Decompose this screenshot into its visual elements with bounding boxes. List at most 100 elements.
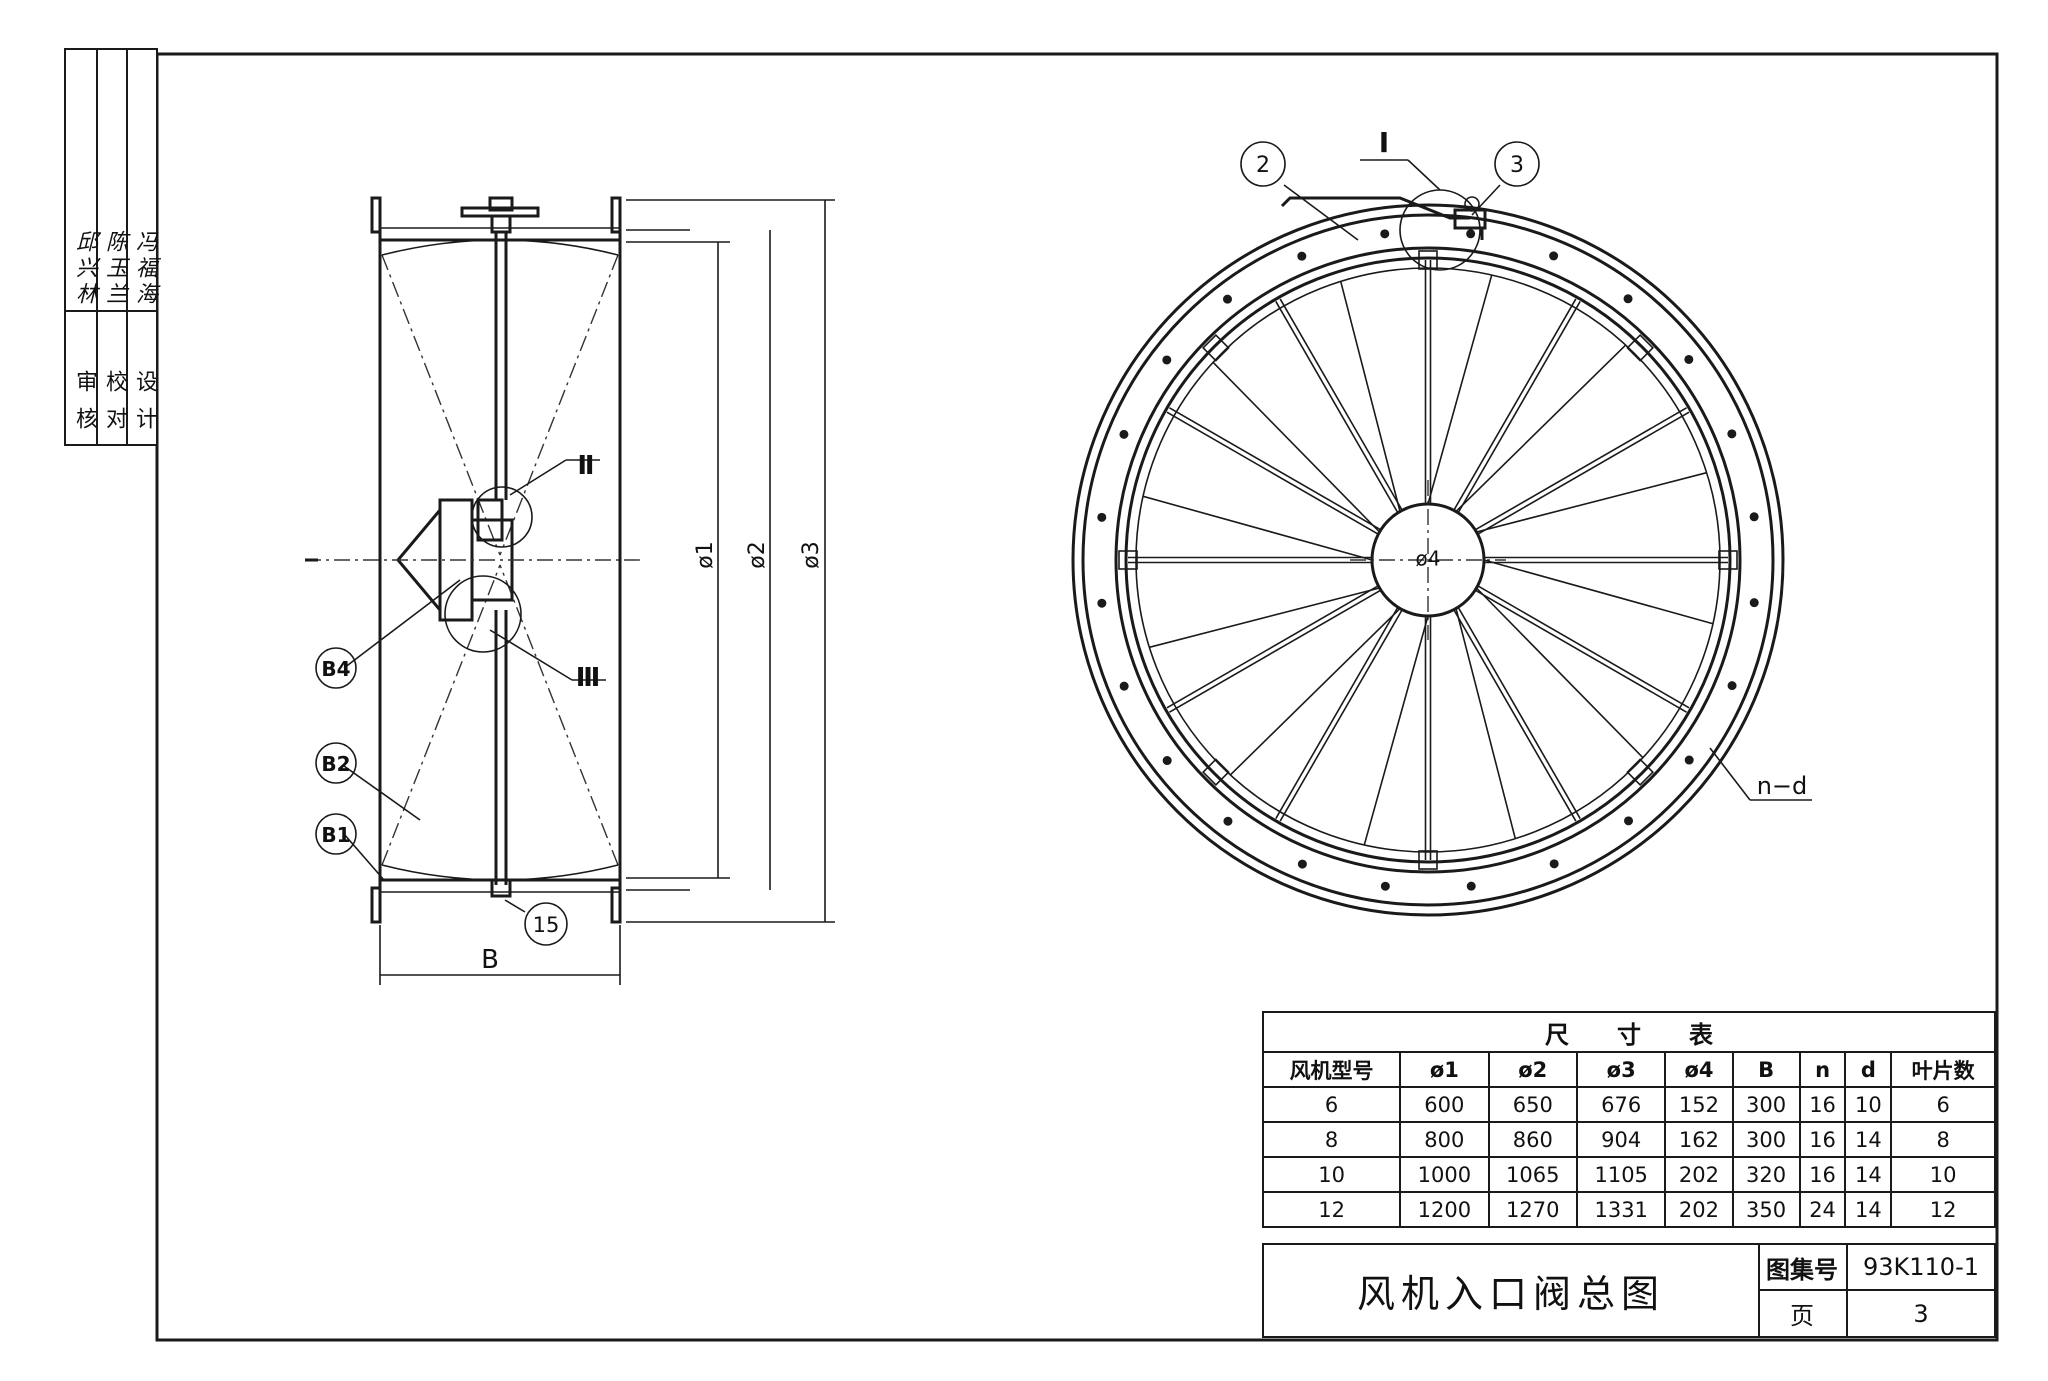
blade-bracket: [1626, 334, 1654, 362]
table-cell: 14: [1844, 1191, 1893, 1228]
blade-bracket: [1202, 758, 1230, 786]
blade-edge: [1149, 587, 1380, 649]
blade-spoke: [1275, 606, 1399, 819]
table-cell: 14: [1844, 1156, 1893, 1193]
blade-bracket: [1202, 334, 1230, 362]
bolt-hole: [1466, 229, 1476, 239]
role-design: 设 计: [132, 370, 157, 433]
table-cell: 152: [1664, 1086, 1734, 1123]
bolt-hole: [1549, 859, 1559, 869]
header-cell: n: [1798, 1051, 1847, 1088]
bolt-hole: [1623, 294, 1633, 304]
callout-B4: B4: [321, 657, 350, 681]
header-cell: ø3: [1575, 1051, 1667, 1088]
signature-design: 冯福海: [132, 230, 157, 308]
callout-3: 3: [1510, 153, 1524, 178]
bolt-hole: [1119, 681, 1129, 691]
header-cell: 风机型号: [1261, 1051, 1402, 1088]
table-cell: 300: [1731, 1121, 1801, 1158]
table-cell: 1200: [1399, 1191, 1490, 1228]
sign-block: 审 核 校 对 设 计 邱兴林 陈玉兰 冯福海: [64, 48, 158, 446]
header-cell: ø4: [1664, 1051, 1734, 1088]
blade-edge: [1476, 471, 1707, 533]
table-cell: 350: [1731, 1191, 1801, 1228]
bolt-hole: [1749, 598, 1759, 608]
callout-I: Ⅰ: [1379, 126, 1389, 159]
side-view: [305, 196, 835, 985]
blade-spoke: [1457, 301, 1581, 514]
table-cell: 650: [1487, 1086, 1578, 1123]
bolt-hole: [1727, 429, 1737, 439]
blade-spoke: [1477, 411, 1690, 535]
table-cell: 300: [1731, 1086, 1801, 1123]
bolt-hole: [1380, 229, 1390, 239]
blade-edge: [1212, 361, 1381, 533]
signature-check: 陈玉兰: [102, 230, 127, 308]
title-block: 风机入口阀总图 图集号 93K110-1 页 3: [1262, 1243, 1996, 1338]
blade-spoke: [1169, 407, 1382, 531]
table-cell: 16: [1798, 1156, 1847, 1193]
blade-edge: [1455, 344, 1627, 513]
bolt-hole: [1162, 355, 1172, 365]
table-cell: 800: [1399, 1121, 1490, 1158]
bolt-hole: [1380, 881, 1390, 891]
role-approve: 审 核: [72, 370, 97, 433]
bolt-hole: [1684, 755, 1694, 765]
header-cell: d: [1844, 1051, 1893, 1088]
table-cell: 6: [1261, 1086, 1402, 1123]
blade-bracket: [1626, 758, 1654, 786]
table-cell: 6: [1890, 1086, 1996, 1123]
blade-edge: [1427, 274, 1493, 505]
table-cell: 8: [1890, 1121, 1996, 1158]
table-cell: 1065: [1487, 1156, 1578, 1193]
callout-2: 2: [1256, 153, 1270, 178]
blade-spoke: [1166, 411, 1379, 535]
blade-spoke: [1275, 301, 1399, 514]
blade-spoke: [1453, 609, 1577, 822]
table-cell: 860: [1487, 1121, 1578, 1158]
blade-spoke: [1279, 609, 1403, 822]
callout-B2: B2: [321, 752, 350, 776]
label-B: B: [481, 945, 499, 975]
table-cell: 1000: [1399, 1156, 1490, 1193]
atlas-value: 93K110-1: [1848, 1245, 1994, 1291]
header-cell: 叶片数: [1890, 1051, 1996, 1088]
holes-label: n−d: [1757, 772, 1808, 800]
header-cell: ø2: [1487, 1051, 1578, 1088]
table-cell: 16: [1798, 1121, 1847, 1158]
label-dia3: ø3: [799, 541, 824, 568]
bolt-hole: [1549, 251, 1559, 261]
table-cell: 600: [1399, 1086, 1490, 1123]
blade-spoke: [1453, 298, 1577, 511]
blade-bracket: [1118, 550, 1138, 570]
blade-bracket: [1718, 550, 1738, 570]
bolt-hole: [1097, 598, 1107, 608]
blade-edge: [1142, 495, 1373, 561]
bolt-hole: [1223, 816, 1233, 826]
table-cell: 904: [1575, 1121, 1667, 1158]
atlas-label: 图集号: [1758, 1245, 1848, 1291]
callout-B1: B1: [321, 823, 350, 847]
blade-bracket: [1418, 850, 1438, 870]
table-cell: 14: [1844, 1121, 1893, 1158]
blade-edge: [1229, 607, 1401, 776]
table-cell: 1270: [1487, 1191, 1578, 1228]
blade-spoke: [1474, 407, 1687, 531]
blade-spoke: [1166, 585, 1379, 709]
label-dia1: ø1: [693, 541, 718, 568]
table-cell: 8: [1261, 1121, 1402, 1158]
blade-spoke: [1169, 589, 1382, 713]
table-cell: 202: [1664, 1156, 1734, 1193]
callout-III: Ⅲ: [576, 663, 601, 693]
table-cell: 320: [1731, 1156, 1801, 1193]
bolt-hole: [1119, 429, 1129, 439]
drawing-title: 风机入口阀总图: [1264, 1245, 1760, 1336]
bolt-hole: [1097, 512, 1107, 522]
table-cell: 12: [1261, 1191, 1402, 1228]
table-cell: 12: [1890, 1191, 1996, 1228]
